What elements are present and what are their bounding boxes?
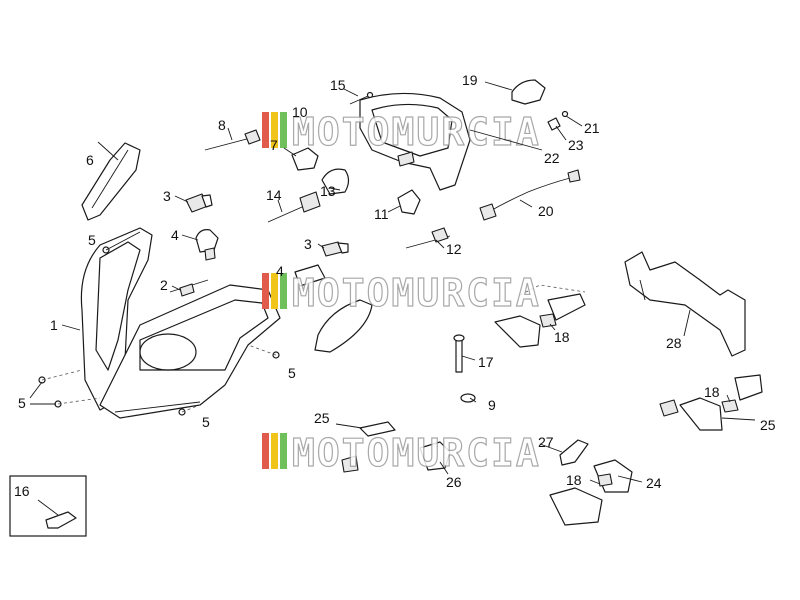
callout-5d: 5 xyxy=(202,414,210,430)
watermark-stripe-green xyxy=(280,273,287,309)
callout-21: 21 xyxy=(584,120,600,136)
callout-28: 28 xyxy=(666,335,682,351)
callout-25b: 25 xyxy=(760,417,776,433)
part-headlight-assembly xyxy=(80,227,281,419)
part-license-bracket xyxy=(624,251,746,357)
watermark-middle: MOTOMURCIA xyxy=(262,270,541,316)
callout-18b: 18 xyxy=(704,384,720,400)
callout-6: 6 xyxy=(86,152,94,168)
callout-10: 10 xyxy=(292,104,308,120)
callout-18a: 18 xyxy=(554,329,570,345)
watermark-bottom: MOTOMURCIA xyxy=(262,430,541,476)
watermark-stripe-green xyxy=(280,112,287,148)
callout-26: 26 xyxy=(446,474,462,490)
callout-24: 24 xyxy=(646,475,662,491)
watermark-text: MOTOMURCIA xyxy=(292,271,541,315)
callout-5a: 5 xyxy=(88,232,96,248)
callout-1: 1 xyxy=(50,317,58,333)
callout-3b: 3 xyxy=(304,236,312,252)
part-headlight-shield xyxy=(81,142,141,221)
part-bracket-27 xyxy=(559,439,589,466)
callout-20: 20 xyxy=(538,203,554,219)
part-turn-signal-lower xyxy=(549,459,633,526)
watermark-stripe-yellow xyxy=(271,273,278,309)
part-rear-turn-signal-right xyxy=(659,374,763,431)
callout-15: 15 xyxy=(330,77,346,93)
part-washer-9 xyxy=(460,393,476,403)
callout-16: 16 xyxy=(14,483,30,499)
part-socket xyxy=(291,147,319,171)
part-rear-reflector xyxy=(511,79,546,105)
part-bulb-upper xyxy=(185,193,213,213)
part-nut-23 xyxy=(547,117,561,131)
part-screw-15 xyxy=(349,91,374,105)
watermark-stripe-red xyxy=(262,112,269,148)
part-bulb-lower xyxy=(321,241,349,257)
callout-9: 9 xyxy=(488,397,496,413)
part-front-turn-signal xyxy=(494,284,586,348)
callout-4b: 4 xyxy=(276,263,284,279)
watermark-text: MOTOMURCIA xyxy=(292,110,541,154)
part-rear-turn-signal-left xyxy=(341,421,451,473)
callout-27: 27 xyxy=(538,434,554,450)
part-wire-14 xyxy=(267,191,321,223)
callout-5b: 5 xyxy=(288,365,296,381)
part-wire-connector xyxy=(169,279,209,297)
callout-4a: 4 xyxy=(171,227,179,243)
part-bulb-h4 xyxy=(195,229,219,261)
part-socket-wire xyxy=(204,129,261,151)
callout-2: 2 xyxy=(160,277,168,293)
callout-25a: 25 xyxy=(314,410,330,426)
callout-13: 13 xyxy=(320,183,336,199)
watermark-stripe-yellow xyxy=(271,433,278,469)
callout-8: 8 xyxy=(218,117,226,133)
watermark-stripe-red xyxy=(262,433,269,469)
callout-labels: 1 2 3 3 4 4 5 5 5 5 6 7 8 9 10 11 12 13 … xyxy=(14,72,776,499)
watermark-stripe-red xyxy=(262,273,269,309)
callout-17: 17 xyxy=(478,354,494,370)
callout-3a: 3 xyxy=(163,188,171,204)
part-bolt-17 xyxy=(453,334,465,373)
callout-19: 19 xyxy=(462,72,478,88)
watermark-top: MOTOMURCIA xyxy=(262,109,541,155)
callout-5c: 5 xyxy=(18,395,26,411)
callout-leaders xyxy=(29,81,756,485)
watermark-stripe-green xyxy=(280,433,287,469)
watermark-text: MOTOMURCIA xyxy=(292,431,541,475)
callout-7: 7 xyxy=(270,137,278,153)
callout-11: 11 xyxy=(374,206,389,222)
callout-22: 22 xyxy=(544,150,560,166)
inset-box-16 xyxy=(9,475,87,537)
callout-18c: 18 xyxy=(566,472,582,488)
part-screw-21 xyxy=(561,110,569,118)
part-bulb-13 xyxy=(321,168,350,195)
callout-23: 23 xyxy=(568,137,584,153)
part-socket-11 xyxy=(397,189,421,215)
part-bulb-position xyxy=(294,264,326,287)
part-wire-harness xyxy=(479,169,581,221)
part-tail-light-housing xyxy=(359,92,471,191)
part-socket-wire-12 xyxy=(405,227,451,249)
callout-12: 12 xyxy=(446,241,462,257)
watermark-stripe-yellow xyxy=(271,112,278,148)
callout-14: 14 xyxy=(266,187,282,203)
part-screws-5 xyxy=(38,231,280,416)
part-reflector-lens xyxy=(314,299,373,353)
